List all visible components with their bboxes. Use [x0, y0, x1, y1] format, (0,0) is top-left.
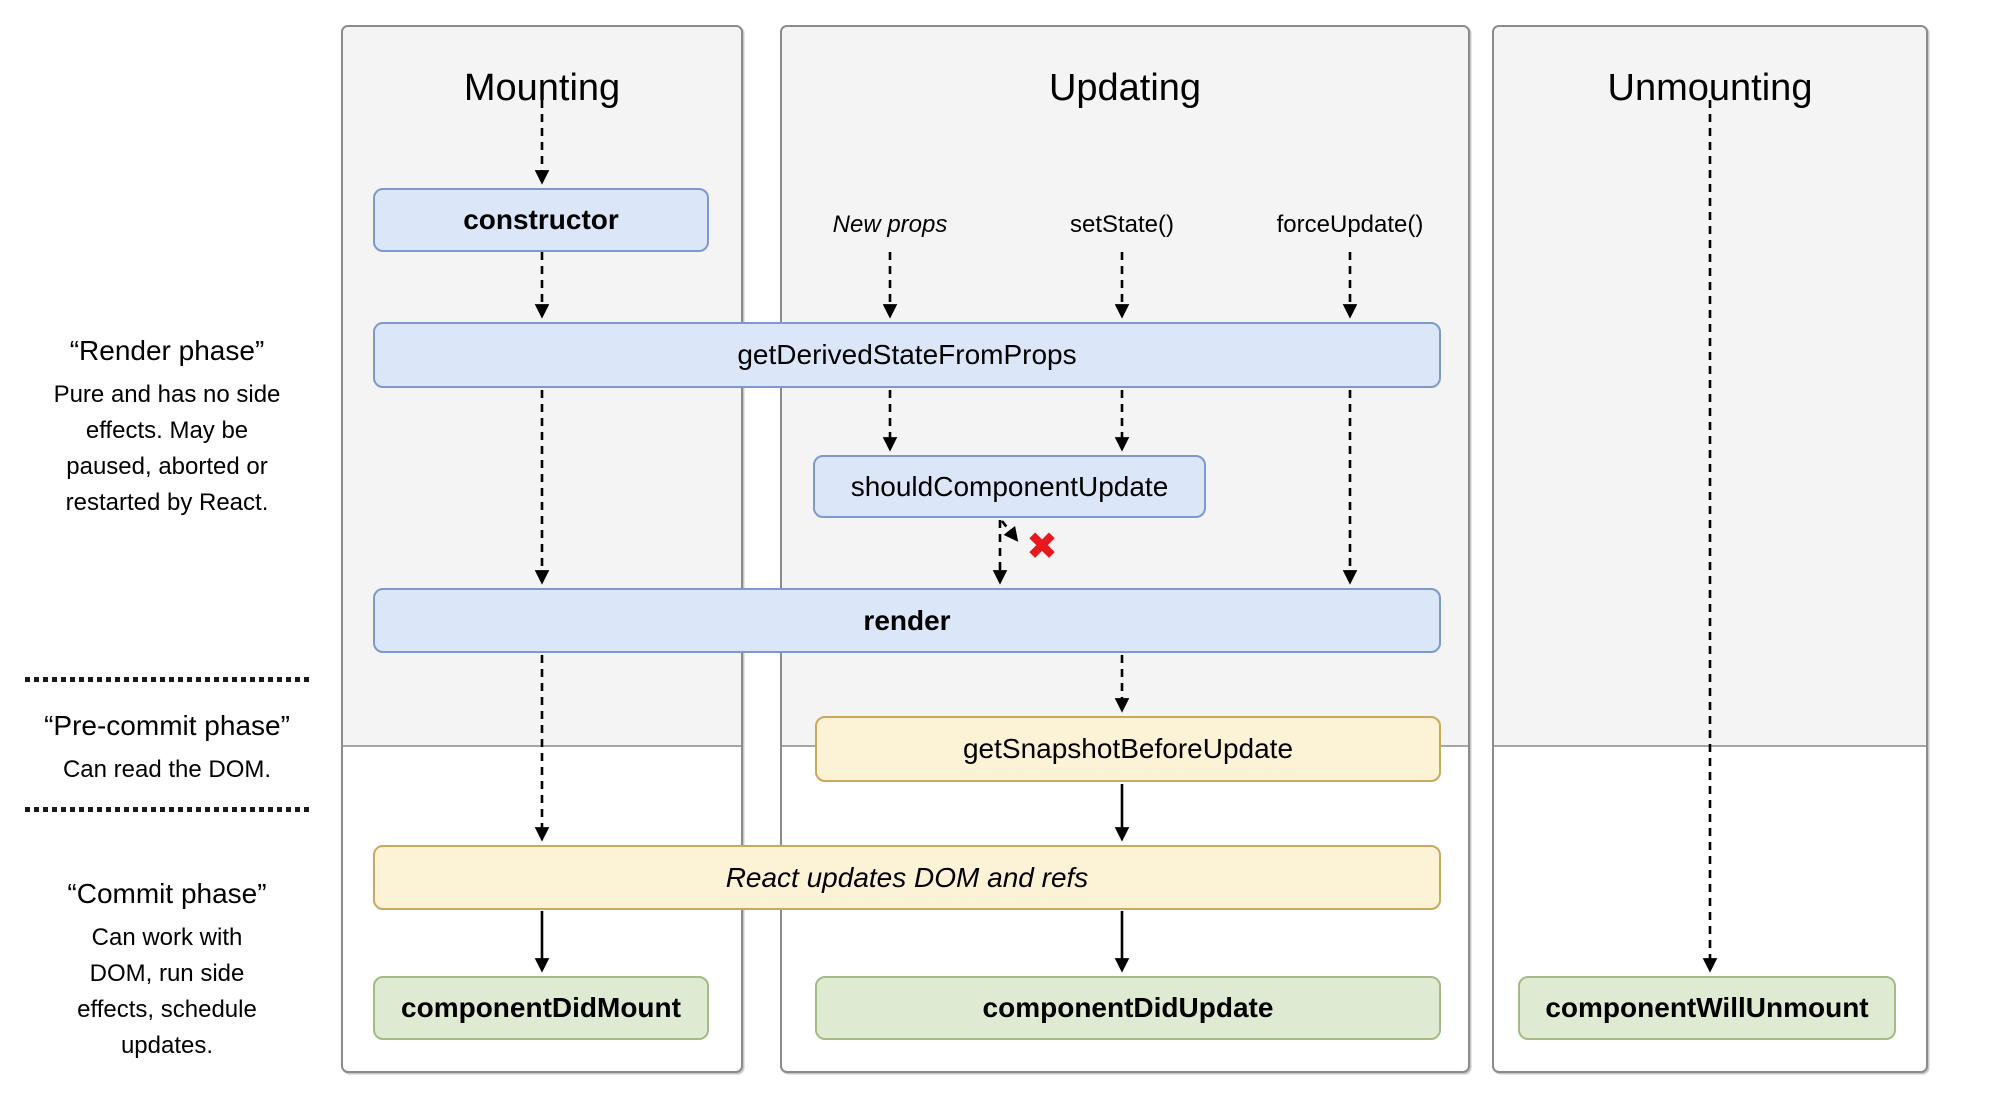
updating-panel: Updating — [780, 25, 1470, 1073]
phase-divider-bottom — [25, 807, 312, 812]
component-will-unmount-box: componentWillUnmount — [1518, 976, 1896, 1040]
reject-x-icon: ✖ — [1026, 526, 1058, 568]
constructor-box: constructor — [373, 188, 709, 252]
component-did-mount-box: componentDidMount — [373, 976, 709, 1040]
mounting-panel-title: Mounting — [463, 67, 621, 109]
pre-commit-phase-annotation: “Pre-commit phase” Can read the DOM. — [37, 708, 297, 788]
force-update-label: forceUpdate() — [1276, 211, 1424, 238]
unmounting-panel-title: Unmounting — [1607, 67, 1813, 109]
commit-phase-description: Can work with DOM, run side effects, sch… — [77, 924, 257, 1059]
get-derived-state-from-props-box: getDerivedStateFromProps — [373, 322, 1441, 388]
unmounting-render-phase-region — [1494, 27, 1926, 747]
mounting-panel: Mounting — [341, 25, 743, 1073]
unmounting-panel: Unmounting — [1492, 25, 1928, 1073]
render-phase-title: “Render phase” — [69, 335, 265, 366]
component-did-update-box: componentDidUpdate — [815, 976, 1441, 1040]
render-phase-description: Pure and has no side effects. May be pau… — [53, 381, 281, 516]
commit-phase-annotation: “Commit phase” Can work with DOM, run si… — [57, 876, 277, 1064]
phase-divider-top — [25, 677, 312, 682]
get-snapshot-before-update-box: getSnapshotBeforeUpdate — [815, 716, 1441, 782]
pre-commit-phase-description: Can read the DOM. — [62, 756, 272, 783]
pre-commit-phase-title: “Pre-commit phase” — [44, 710, 290, 741]
render-phase-annotation: “Render phase” Pure and has no side effe… — [47, 333, 287, 521]
render-box: render — [373, 588, 1441, 653]
new-props-label: New props — [832, 211, 948, 238]
updating-panel-title: Updating — [1048, 67, 1202, 109]
commit-phase-title: “Commit phase” — [67, 878, 267, 909]
react-updates-dom-box: React updates DOM and refs — [373, 845, 1441, 910]
should-component-update-box: shouldComponentUpdate — [813, 455, 1206, 518]
set-state-label: setState() — [1069, 211, 1175, 238]
